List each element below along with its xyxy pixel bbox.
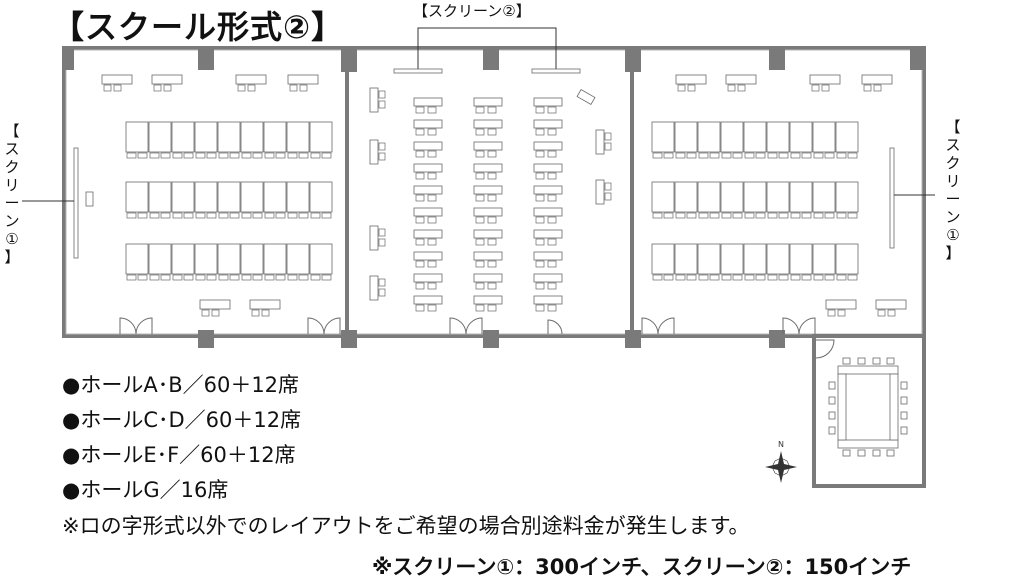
pillars (64, 46, 924, 348)
layout-fee-note: ※ロの字形式以外でのレイアウトをご希望の場合別途料金が発生します。 (62, 514, 750, 538)
compass-north-label: N (778, 440, 784, 449)
bullet-icon: ● (62, 373, 81, 397)
legend-item-hall-g: ●ホールG／16席 (62, 478, 229, 502)
screen-2-center (393, 27, 581, 74)
screen-size-note: ※スクリーン①：300インチ、スクリーン②：150インチ (372, 555, 912, 579)
hall-g-tables (828, 357, 908, 457)
screen-1-right (889, 147, 935, 249)
legend-item-hall-ab: ●ホールA･B／60＋12席 (62, 373, 300, 397)
hall-ab-tables (101, 74, 333, 317)
bullet-icon: ● (62, 408, 81, 432)
legend-item-hall-cd: ●ホールC･D／60＋12席 (62, 408, 302, 432)
screen-2-label: 【スクリーン②】 (413, 2, 531, 20)
hall-cd-tables (369, 87, 612, 312)
bullet-icon: ● (62, 443, 81, 467)
doors (119, 317, 835, 359)
screen-1-left (22, 147, 94, 259)
legend-item-hall-ef: ●ホールE･F／60＋12席 (62, 443, 296, 467)
hall-ef-tables (651, 74, 907, 317)
screen-1-left-label: 【ス クリ ーン ①】 (4, 122, 20, 266)
capacity-legend: ●ホールA･B／60＋12席 ●ホールC･D／60＋12席 ●ホールE･F／60… (62, 368, 301, 508)
screen-1-right-label: 【ス クリ ーン ①】 (945, 118, 961, 262)
compass-icon: N (765, 440, 797, 483)
bullet-icon: ● (62, 478, 81, 502)
page-title: 【スクール形式②】 (52, 8, 345, 46)
